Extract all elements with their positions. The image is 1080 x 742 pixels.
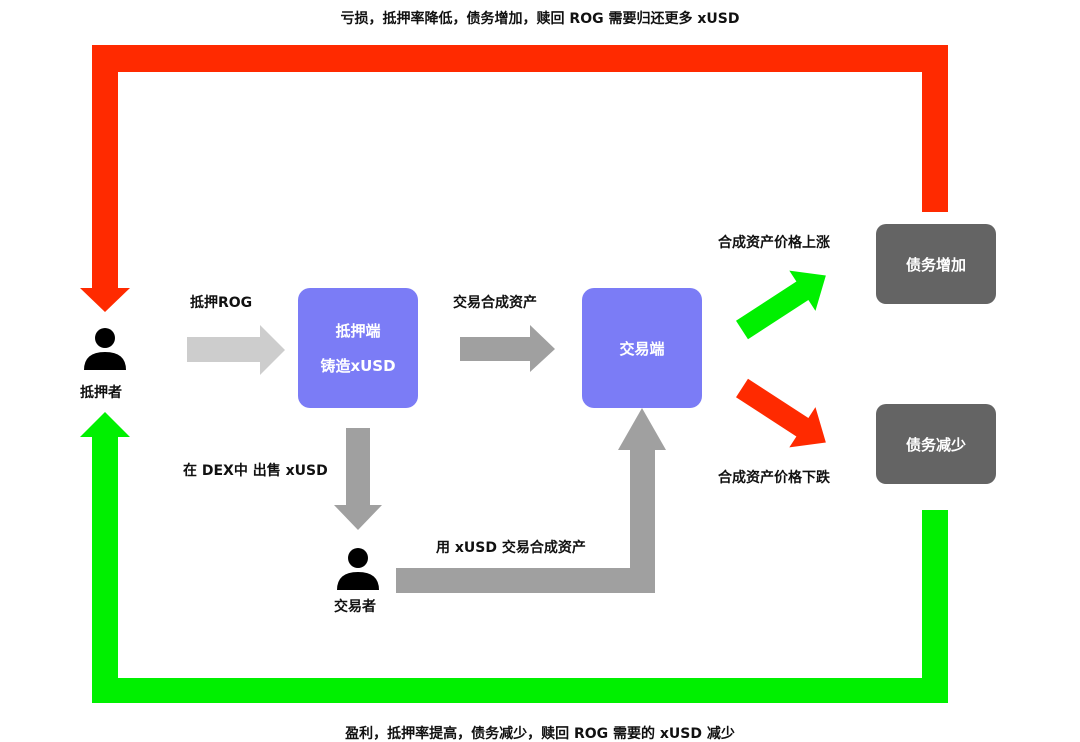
collateral-user-label: 抵押者 (80, 385, 122, 401)
price-down-label: 合成资产价格下跌 (718, 470, 830, 486)
collateral-end-box: 抵押端 铸造xUSD (298, 288, 418, 408)
collateral-end-subtitle: 铸造xUSD (320, 357, 396, 375)
use-xusd-label: 用 xUSD 交易合成资产 (436, 540, 586, 556)
collateralize-label: 抵押ROG (190, 295, 253, 311)
loss-label: 亏损，抵押率降低，债务增加，赎回 ROG 需要归还更多 xUSD (340, 11, 740, 27)
debt-increase-box: 债务增加 (876, 224, 996, 304)
price-up-arrow (736, 270, 826, 340)
red-loss-loop-arrow (80, 45, 948, 312)
profit-label: 盈利，抵押率提高，债务减少，赎回 ROG 需要的 xUSD 减少 (345, 726, 735, 742)
price-down-arrow (736, 378, 826, 448)
collateralize-arrow (187, 325, 285, 375)
trader-icon (337, 548, 379, 590)
sell-dex-label: 在 DEX中 出售 xUSD (183, 463, 328, 479)
trade-synth-arrow (460, 325, 555, 372)
trade-synth-label: 交易合成资产 (453, 295, 537, 311)
trading-end-title: 交易端 (619, 339, 665, 358)
trader-label: 交易者 (334, 599, 376, 615)
price-up-label: 合成资产价格上涨 (718, 235, 830, 251)
sell-dex-arrow (334, 428, 382, 530)
collateral-user-icon (84, 328, 126, 370)
collateral-end-title: 抵押端 (335, 322, 381, 340)
use-xusd-arrow (396, 408, 666, 593)
debt-decrease-box: 债务减少 (876, 404, 996, 484)
trading-end-box: 交易端 (582, 288, 702, 408)
debt-decrease-label: 债务减少 (905, 435, 966, 454)
debt-increase-label: 债务增加 (905, 255, 966, 274)
green-profit-loop-arrow (80, 412, 948, 703)
